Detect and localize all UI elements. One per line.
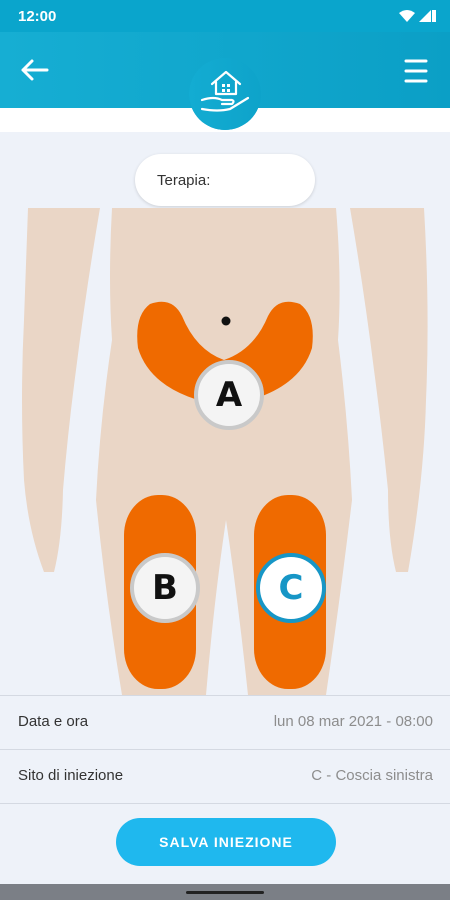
site-row[interactable]: Sito di iniezione C - Coscia sinistra — [0, 749, 450, 803]
save-injection-button[interactable]: SALVA INIEZIONE — [116, 818, 336, 866]
details-list: Data e ora lun 08 mar 2021 - 08:00 Sito … — [0, 695, 450, 804]
zone-a-button[interactable]: A — [194, 360, 264, 430]
date-label: Data e ora — [18, 713, 89, 730]
arrow-left-icon[interactable] — [20, 58, 50, 82]
date-row[interactable]: Data e ora lun 08 mar 2021 - 08:00 — [0, 695, 450, 749]
therapy-label: Terapia: — [157, 172, 211, 189]
zone-a-area — [137, 301, 313, 406]
body-diagram — [22, 208, 428, 695]
navel — [221, 316, 231, 326]
date-value: lun 08 mar 2021 - 08:00 — [273, 713, 433, 730]
signal-icon — [419, 10, 431, 22]
status-time: 12:00 — [18, 8, 57, 25]
site-value: C - Coscia sinistra — [311, 767, 433, 784]
system-nav-bar — [0, 884, 450, 900]
therapy-field[interactable]: Terapia: — [135, 154, 315, 206]
list-divider — [0, 803, 450, 804]
left-arm — [350, 208, 428, 572]
home-handle[interactable] — [186, 891, 264, 894]
zone-c-button[interactable]: C — [256, 553, 326, 623]
battery-icon — [432, 10, 436, 22]
wifi-icon — [399, 10, 415, 22]
hamburger-menu-icon[interactable] — [402, 57, 430, 85]
right-arm — [22, 208, 100, 572]
house-hand-icon — [200, 70, 250, 112]
status-icons — [398, 8, 436, 29]
site-label: Sito di iniezione — [18, 767, 124, 784]
zone-b-button[interactable]: B — [130, 553, 200, 623]
status-bar: 12:00 — [0, 0, 450, 32]
